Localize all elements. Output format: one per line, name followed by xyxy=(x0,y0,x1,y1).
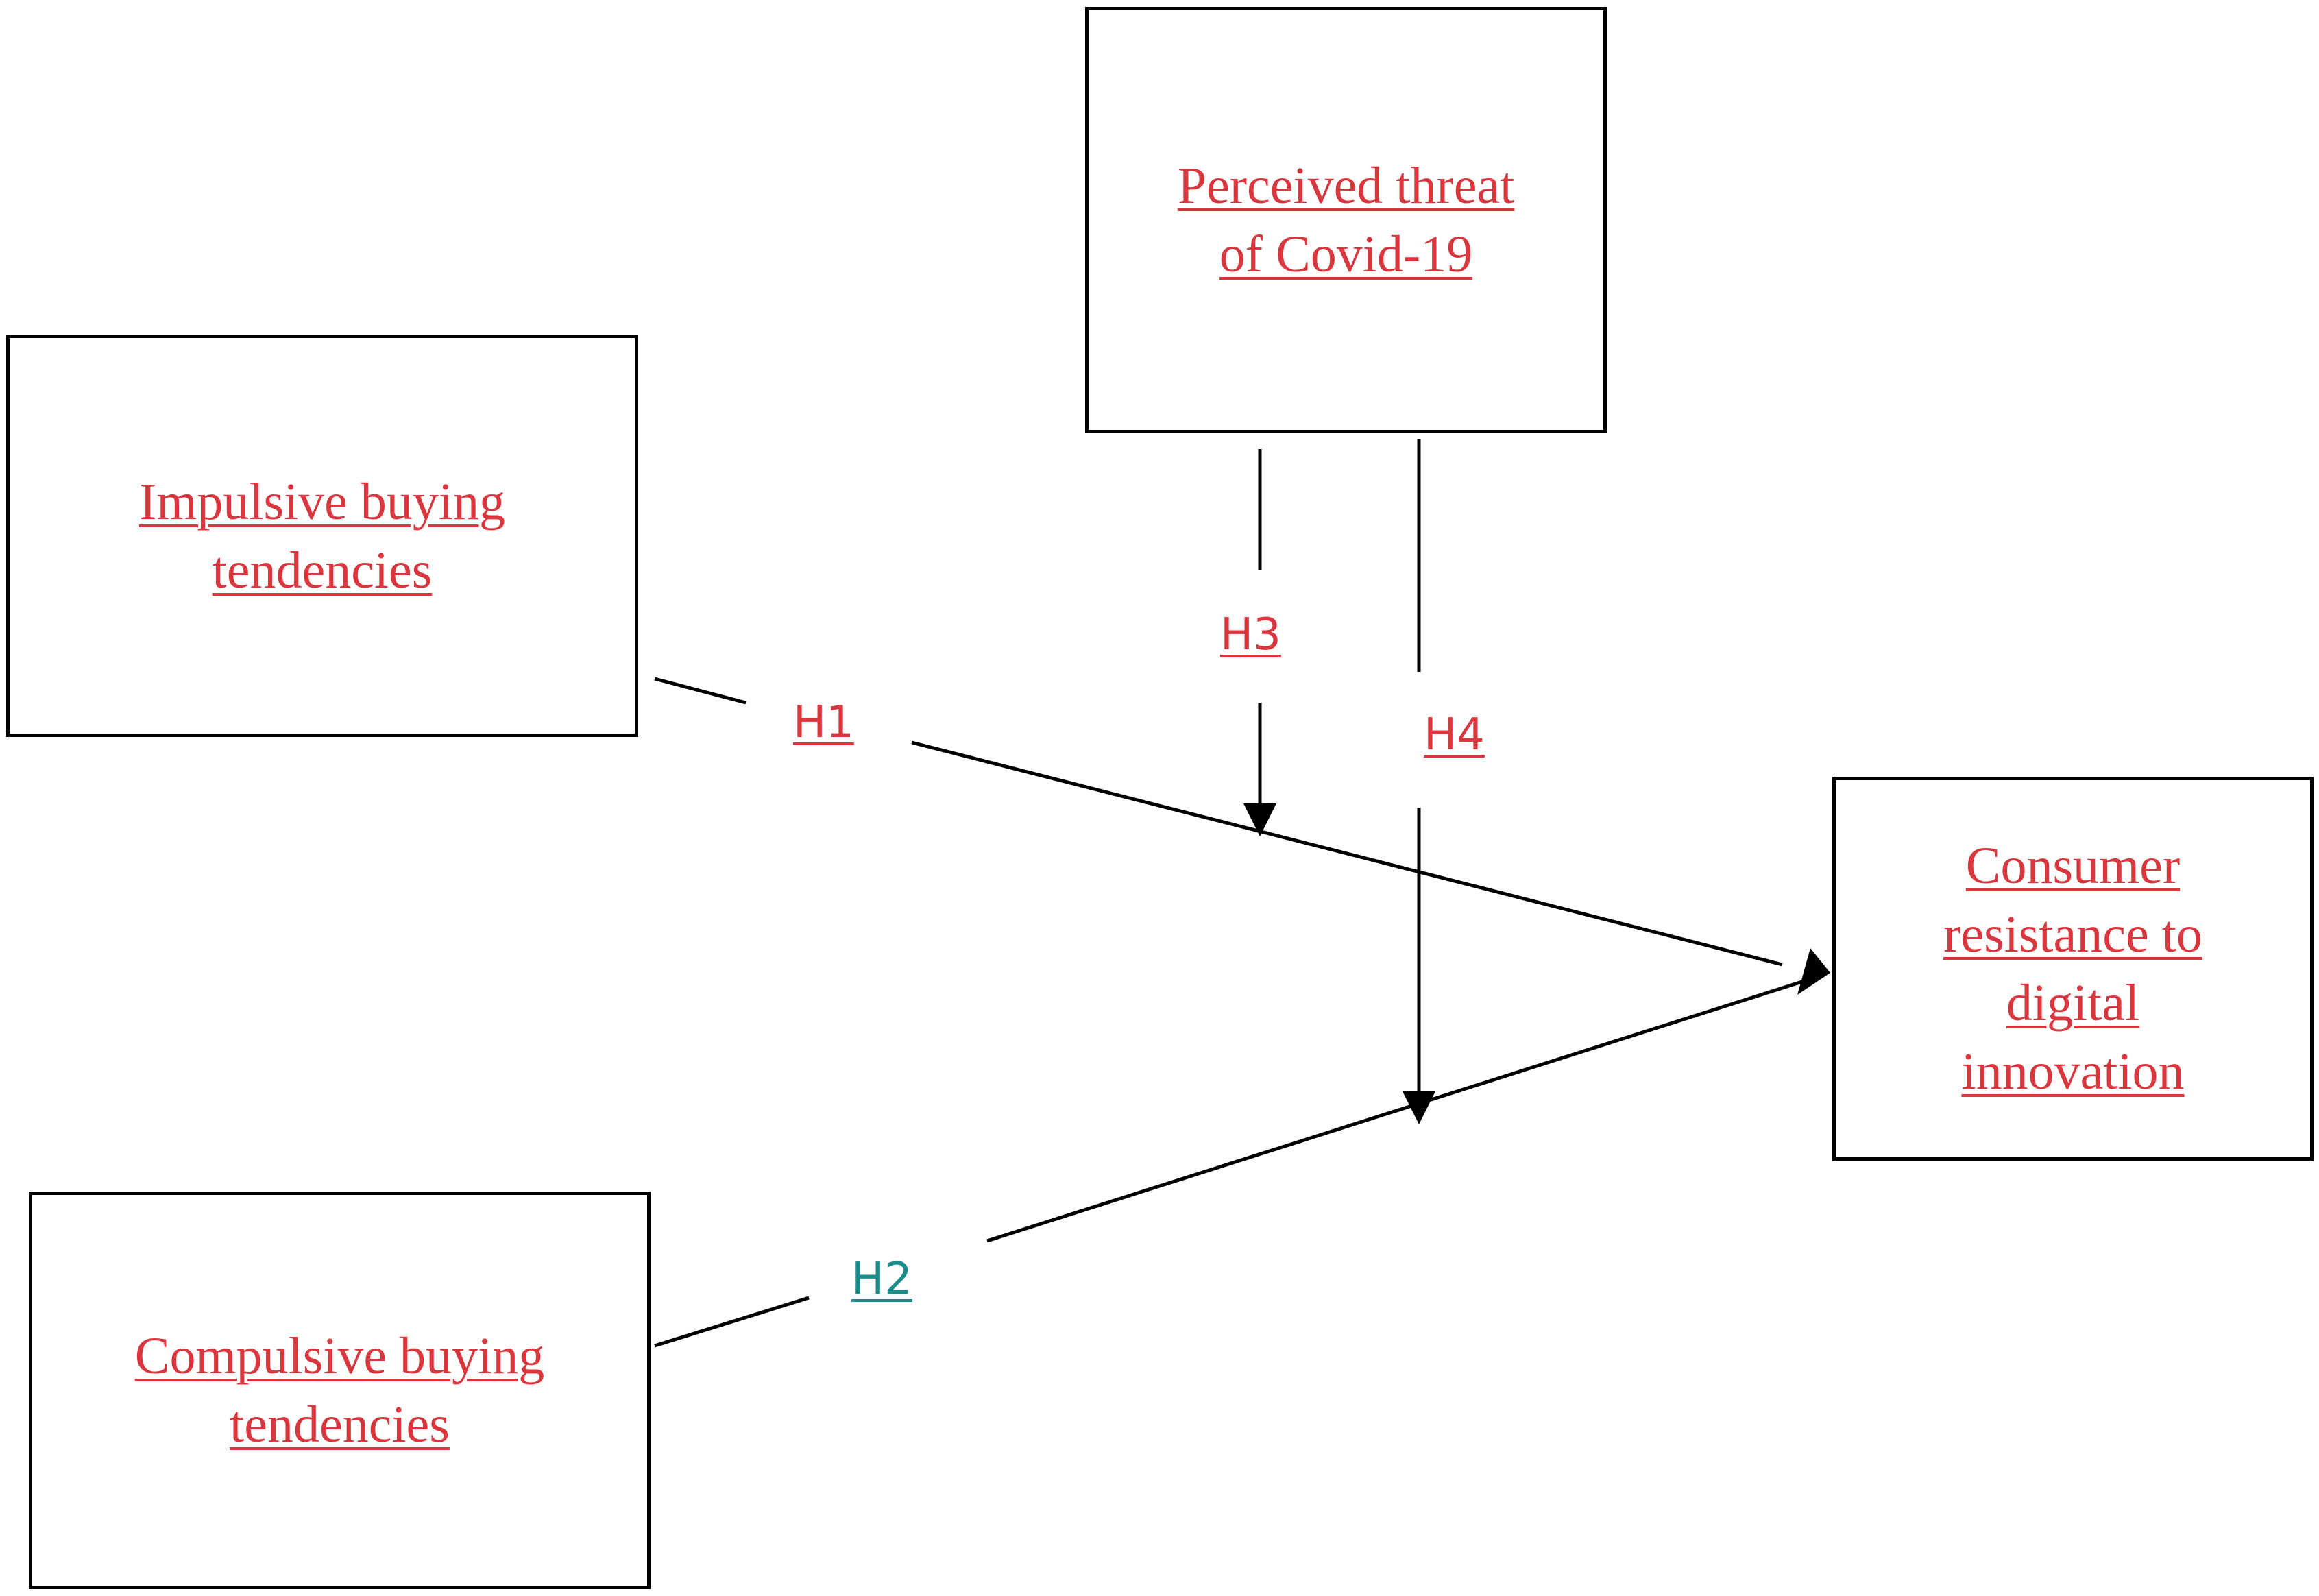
compulsive-buying-label: Compulsive buying tendencies xyxy=(134,1327,545,1453)
h2-arrow-segment-b xyxy=(986,978,1807,1243)
h4-label: H4 xyxy=(1416,710,1493,760)
h2-label: H2 xyxy=(843,1255,921,1304)
h1-label: H1 xyxy=(785,698,862,747)
perceived-threat-label: Perceived threat of Covid-19 xyxy=(1177,157,1515,283)
h1-arrow-segment-b xyxy=(911,740,1783,967)
h1-arrow-segment-a xyxy=(654,677,746,705)
h1-arrowhead xyxy=(1797,948,1830,995)
impulsive-buying-label: Impulsive buying tendencies xyxy=(138,472,506,599)
perceived-threat-box: Perceived threat of Covid-19 xyxy=(1085,7,1607,433)
consumer-resistance-label: Consumer resistance to digital innovatio… xyxy=(1943,837,2202,1100)
h4-arrowhead xyxy=(1403,1091,1435,1124)
consumer-resistance-box: Consumer resistance to digital innovatio… xyxy=(1832,777,2314,1161)
h3-label: H3 xyxy=(1212,610,1289,660)
impulsive-buying-box: Impulsive buying tendencies xyxy=(6,335,638,737)
h3-arrowhead xyxy=(1243,803,1276,836)
compulsive-buying-box: Compulsive buying tendencies xyxy=(29,1192,651,1589)
h2-arrow-segment-a xyxy=(654,1296,810,1348)
